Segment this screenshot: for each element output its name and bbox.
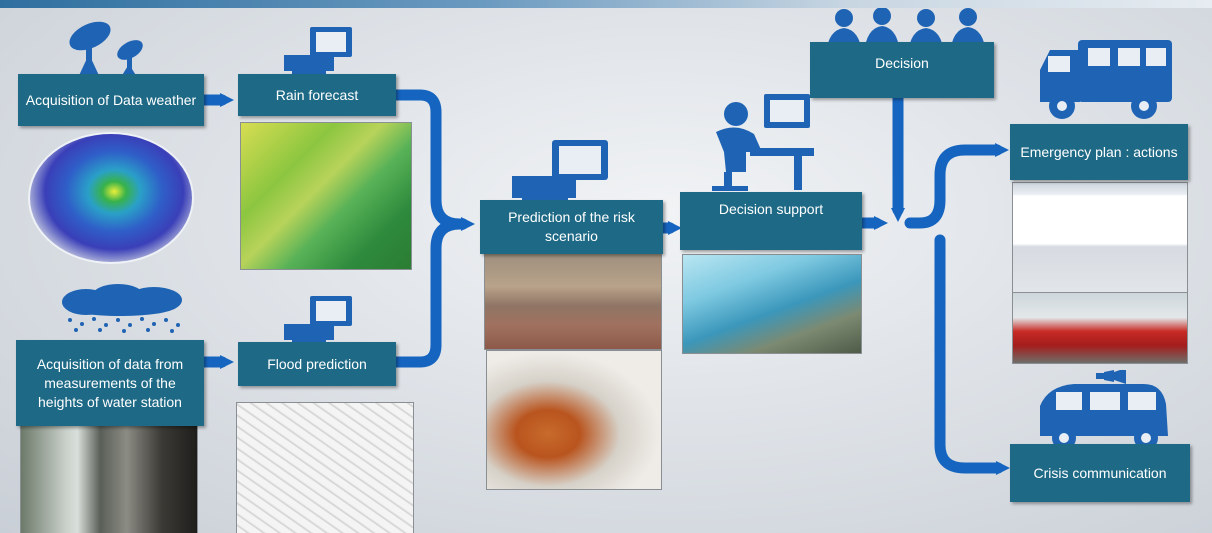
decision-support-label: Decision support [718,201,824,217]
flood-prediction-box: Flood prediction [238,342,396,386]
decision-box: Decision [810,42,994,98]
fire-truck-icon [1040,40,1172,119]
control-room-photo [682,254,862,354]
acquisition-weather-box: Acquisition of Data weather [18,74,204,126]
risk-scenario-map [486,350,662,490]
flood-prediction-label: Flood prediction [267,355,367,372]
header-band [0,0,1212,8]
operator-icon [712,94,814,191]
computer-icon [284,27,352,76]
crisis-communication-box: Crisis communication [1010,444,1190,502]
flood-prediction-map [236,402,414,533]
loudspeaker-van-icon [1040,370,1168,450]
arrow-flood-to-risk [389,218,466,368]
fire-truck-photo [1012,292,1188,364]
acquisition-weather-label: Acquisition of Data weather [25,91,197,108]
rain-cloud-icon [62,284,182,333]
arrow-to-crisis [934,234,1010,475]
computer-icon [512,140,608,205]
decision-support-box: Decision support [680,192,862,250]
risk-scenario-label: Prediction of the risk scenario [508,209,635,244]
computer-icon [284,296,352,345]
rain-forecast-label: Rain forecast [275,86,359,103]
arrow-to-emergency [904,143,1009,229]
weather-radar-image [28,132,194,264]
emergency-plan-screenshot [1012,182,1188,294]
acquisition-water-label: Acquisition of data from measurements of… [36,355,184,410]
acquisition-water-box: Acquisition of data from measurements of… [16,340,204,426]
rain-forecast-map [240,122,412,270]
risk-scenario-box: Prediction of the risk scenario [480,200,663,254]
emergency-plan-label: Emergency plan : actions [1020,143,1178,160]
rain-forecast-box: Rain forecast [238,74,396,116]
crisis-communication-label: Crisis communication [1033,464,1167,481]
decision-label: Decision [875,55,929,71]
water-station-photo [20,425,198,533]
emergency-plan-box: Emergency plan : actions [1010,124,1188,180]
flood-street-photo [484,252,662,350]
